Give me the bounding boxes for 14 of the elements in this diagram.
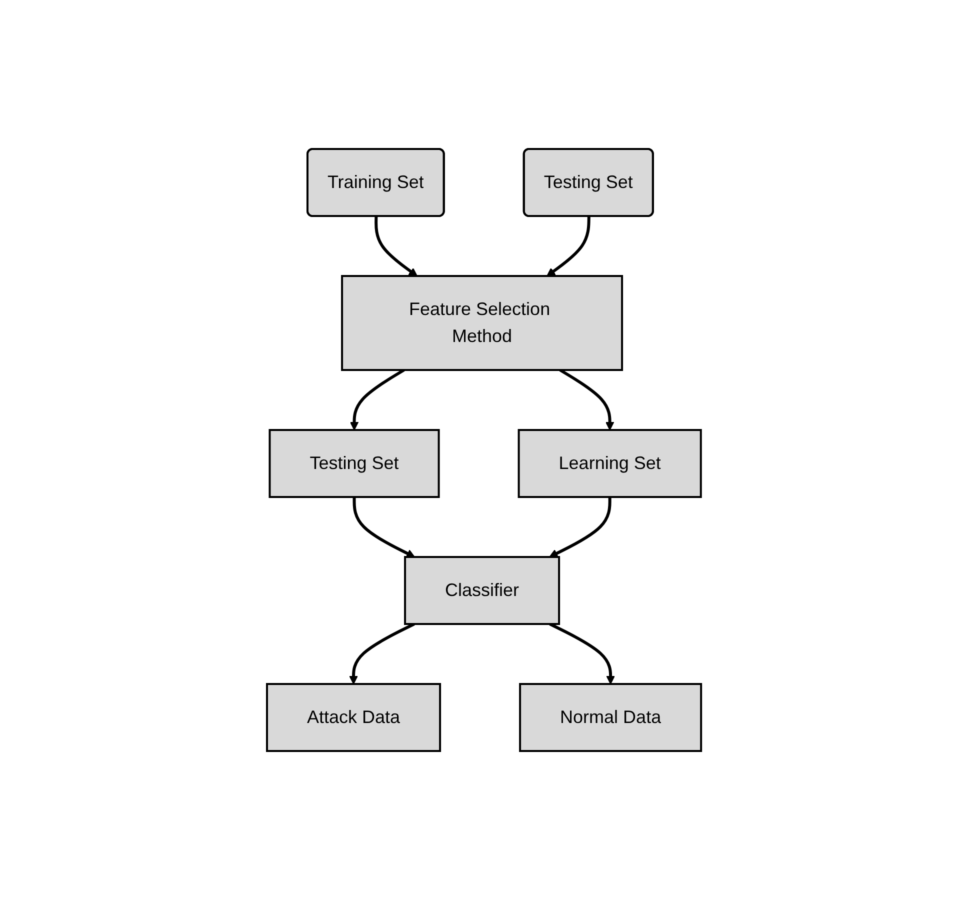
node-box: Feature Selection Method bbox=[341, 274, 623, 370]
arrow bbox=[546, 216, 590, 276]
arrow bbox=[549, 496, 612, 557]
arrow bbox=[350, 368, 405, 430]
arrow bbox=[549, 622, 615, 684]
arrow bbox=[559, 368, 614, 430]
node-box: Attack Data bbox=[266, 682, 441, 752]
node-box: Classifier bbox=[404, 556, 560, 624]
arrow bbox=[349, 622, 415, 684]
arrow bbox=[352, 496, 415, 557]
node-box: Testing Set bbox=[268, 428, 440, 498]
node-box: Learning Set bbox=[518, 428, 702, 498]
node-box: Normal Data bbox=[519, 682, 702, 752]
arrow bbox=[374, 216, 418, 276]
